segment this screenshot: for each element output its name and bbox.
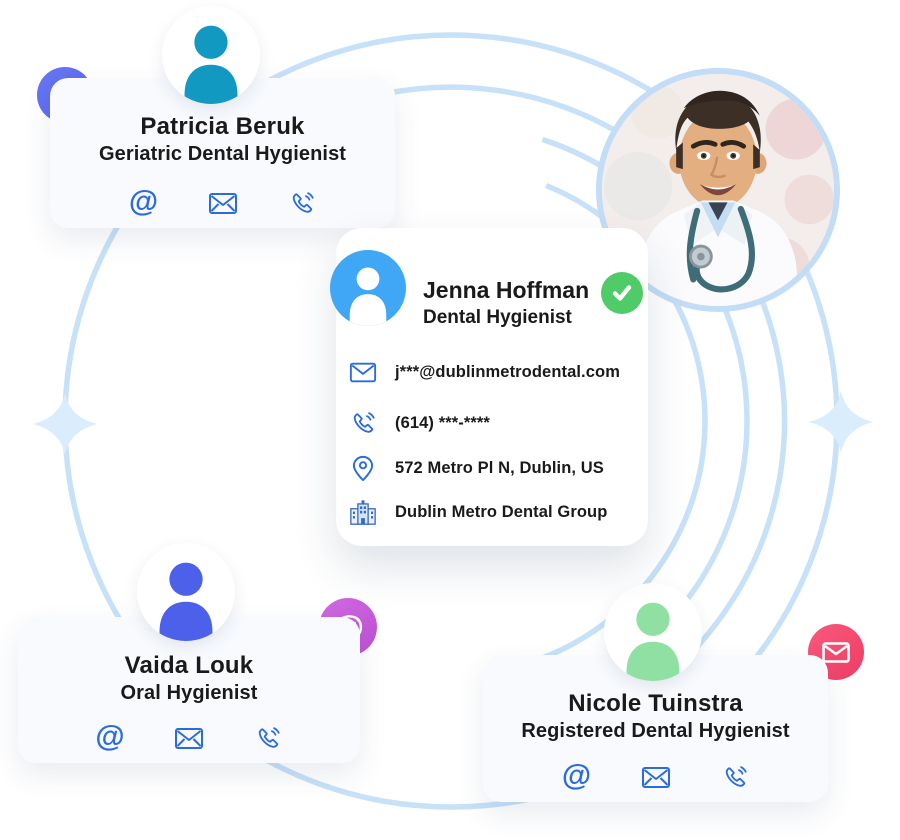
- verified-badge: [601, 272, 643, 314]
- person-icon: [349, 267, 387, 326]
- person-role: Registered Dental Hygienist: [521, 720, 790, 742]
- at-icon[interactable]: @: [561, 759, 592, 792]
- sparkle-left: [33, 393, 97, 455]
- phone-icon[interactable]: [286, 187, 318, 219]
- email-value: j***@dublinmetrodental.com: [395, 362, 620, 381]
- at-icon[interactable]: @: [95, 720, 125, 753]
- envelope-icon[interactable]: [640, 761, 672, 793]
- doctor-photo: [596, 68, 840, 312]
- avatar-nicole: [604, 583, 702, 681]
- person-name: Patricia Beruk: [140, 113, 305, 140]
- phone-value: (614) ***-****: [395, 413, 490, 432]
- person-name: Nicole Tuinstra: [568, 690, 743, 717]
- person-name: Vaida Louk: [124, 652, 254, 679]
- envelope-icon[interactable]: [173, 722, 205, 754]
- contact-card-patricia: Patricia Beruk Geriatric Dental Hygienis…: [50, 6, 395, 228]
- building-icon: [348, 496, 378, 528]
- location-pin-icon: [348, 452, 378, 484]
- phone-icon: [348, 407, 378, 439]
- contact-row-phone: (614) ***-****: [348, 401, 490, 445]
- mail-icon: [822, 641, 850, 663]
- avatar-vaida: [137, 543, 235, 641]
- at-icon[interactable]: @: [128, 185, 159, 218]
- sparkle-right: [809, 391, 873, 453]
- contact-actions: @: [483, 761, 828, 793]
- contact-row-email: j***@dublinmetrodental.com: [348, 350, 620, 394]
- contact-actions: @: [50, 187, 395, 219]
- envelope-icon: [348, 356, 378, 388]
- avatar-patricia: [162, 6, 260, 104]
- check-icon: [612, 285, 632, 301]
- phone-icon[interactable]: [719, 761, 751, 793]
- address-value: 572 Metro Pl N, Dublin, US: [395, 458, 604, 477]
- contact-card-vaida: Vaida Louk Oral Hygienist @: [18, 543, 360, 763]
- person-name: Jenna Hoffman: [423, 277, 590, 303]
- person-role: Dental Hygienist: [423, 307, 572, 328]
- contact-actions: @: [18, 722, 360, 754]
- person-role: Geriatric Dental Hygienist: [98, 143, 347, 165]
- person-icon: [626, 602, 680, 681]
- envelope-icon[interactable]: [207, 187, 239, 219]
- person-icon: [159, 562, 213, 641]
- phone-icon[interactable]: [252, 722, 284, 754]
- avatar-jenna: [330, 250, 406, 326]
- person-role: Oral Hygienist: [120, 682, 258, 704]
- contact-card-nicole: Nicole Tuinstra Registered Dental Hygien…: [483, 583, 828, 802]
- company-value: Dublin Metro Dental Group: [395, 502, 608, 521]
- contact-card-jenna: Jenna Hoffman Dental Hygienist j***@dubl…: [330, 228, 648, 546]
- contact-row-address: 572 Metro Pl N, Dublin, US: [348, 446, 604, 490]
- contact-row-company: Dublin Metro Dental Group: [348, 490, 607, 534]
- person-icon: [184, 25, 238, 104]
